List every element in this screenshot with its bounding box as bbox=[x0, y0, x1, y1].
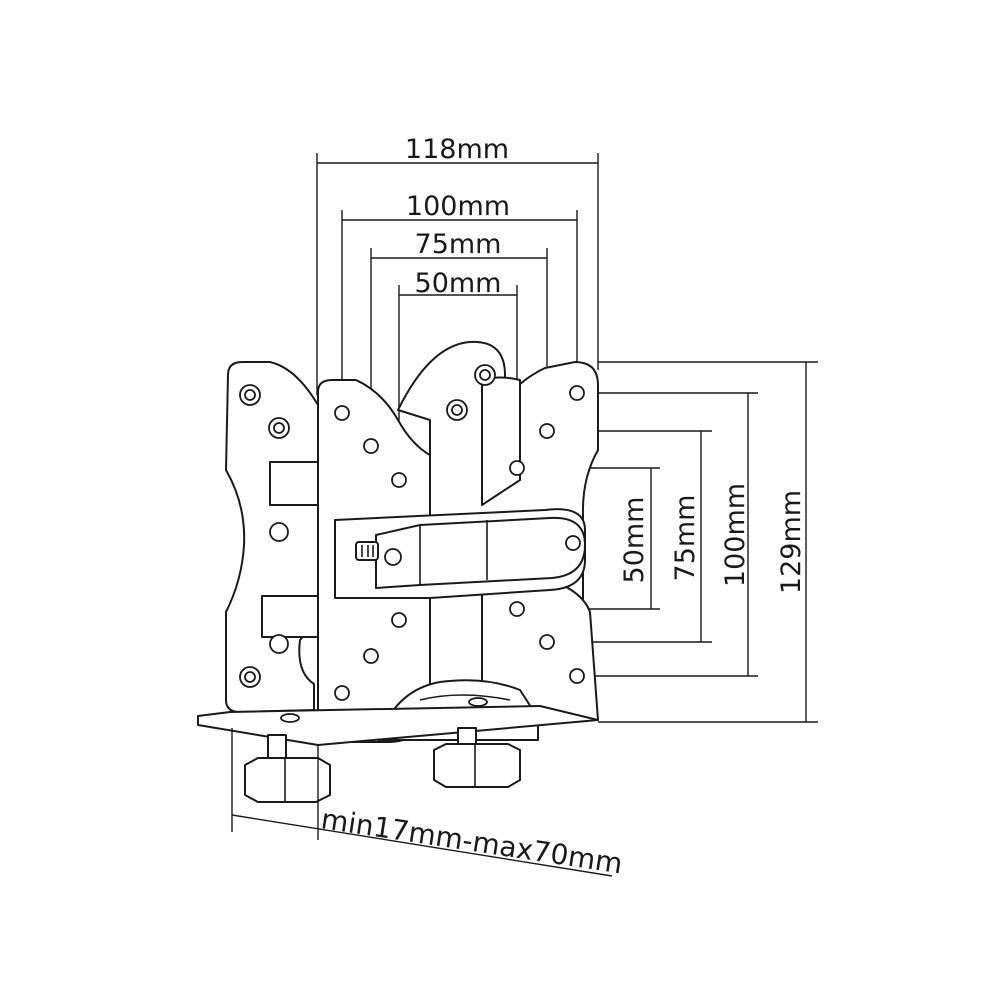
dim-label-50mm-vertical: 50mm bbox=[619, 497, 650, 584]
dim-label-75mm: 75mm bbox=[415, 229, 502, 260]
dim-label-100mm: 100mm bbox=[406, 191, 510, 222]
clamp-knob-right bbox=[433, 727, 521, 788]
clamp-range-label: min17mm-max70mm bbox=[319, 802, 625, 880]
height-dimension-129: 129mm bbox=[598, 361, 818, 723]
width-dimension-50: 50mm bbox=[398, 268, 518, 472]
back-slot-upper bbox=[269, 461, 323, 506]
dim-label-129mm-vertical: 129mm bbox=[776, 490, 807, 594]
vesa-holes bbox=[239, 364, 585, 701]
height-dimension-100: 100mm bbox=[580, 392, 758, 677]
adjustment-screw bbox=[355, 541, 379, 561]
dim-label-75mm-vertical: 75mm bbox=[670, 495, 701, 582]
mount-bracket bbox=[197, 340, 599, 803]
dim-label-118mm: 118mm bbox=[405, 134, 509, 165]
width-dimension-100: 100mm bbox=[341, 191, 578, 395]
dim-label-50mm: 50mm bbox=[415, 268, 502, 299]
clamp-strap bbox=[375, 516, 586, 589]
width-dimension-118: 118mm bbox=[316, 134, 599, 395]
clamp-knob-left bbox=[244, 734, 331, 803]
dim-label-100mm-vertical: 100mm bbox=[720, 483, 751, 587]
back-slot-lower bbox=[261, 595, 323, 638]
clamp-range-dimension: min17mm-max70mm bbox=[231, 728, 625, 880]
